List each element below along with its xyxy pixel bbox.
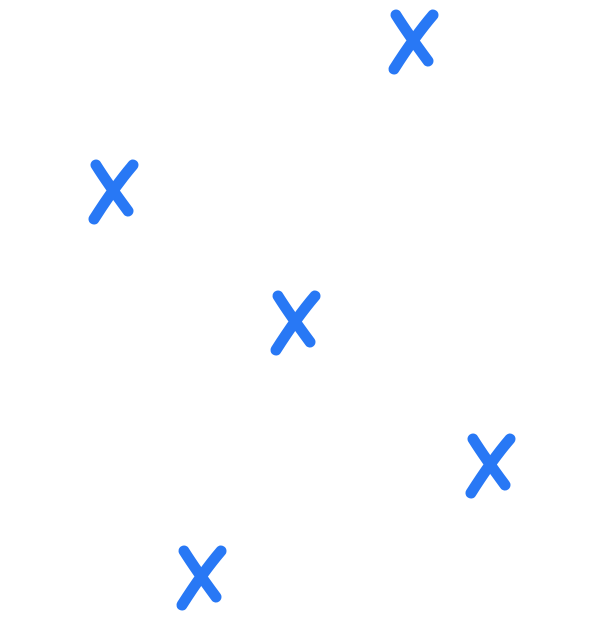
marks-layer (88, 9, 516, 611)
x-mark-icon (465, 433, 516, 499)
x-mark-stroke (270, 290, 321, 356)
x-mark-icon (388, 9, 439, 75)
x-mark-icon (88, 159, 139, 225)
x-mark-stroke (88, 159, 139, 225)
x-mark-stroke (388, 9, 439, 75)
x-mark-stroke (465, 433, 516, 499)
x-mark-icon (270, 290, 321, 356)
x-mark-stroke (176, 545, 227, 611)
x-mark-icon (176, 545, 227, 611)
